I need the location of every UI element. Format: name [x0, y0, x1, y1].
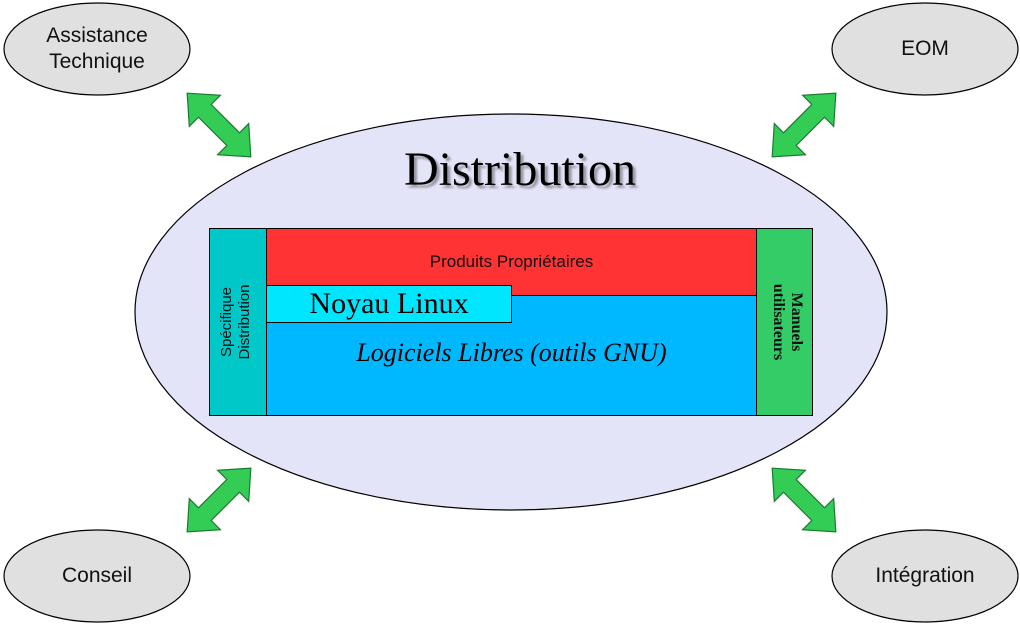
specifique-line2: Distribution: [236, 284, 253, 360]
eom-label: EOM: [901, 37, 949, 60]
specifique-line1: Spécifique: [218, 286, 235, 358]
assistance-technique-line2: Technique: [49, 50, 145, 73]
integration-label: Intégration: [875, 564, 975, 587]
integration-ellipse: [831, 529, 1019, 623]
assistance-technique-ellipse: [3, 2, 191, 96]
assistance-technique-label: Assistance Technique: [20, 23, 174, 75]
conseil-label: Conseil: [61, 564, 133, 587]
logiciels-libres-label: Logiciels Libres (outils GNU): [356, 338, 667, 367]
specifique-distribution-label: Spécifique Distribution: [218, 232, 258, 412]
distribution-title: Distribution: [403, 143, 636, 196]
assistance-technique-line1: Assistance: [46, 24, 148, 47]
arrow-bottom-right: [756, 452, 852, 548]
conseil-ellipse: [3, 529, 191, 623]
noyau-linux-block: [266, 285, 512, 323]
arrow-bottom-left: [171, 452, 267, 548]
noyau-linux-label: Noyau Linux: [309, 287, 469, 320]
eom-ellipse: [831, 2, 1019, 96]
specifique-distribution-block: [209, 228, 267, 416]
produits-proprietaires-label: Produits Propriétaires: [429, 252, 594, 271]
arrow-top-left: [171, 77, 267, 173]
manuels-line2: utilisateurs: [770, 283, 787, 361]
manuels-utilisateurs-label: Manuels utilisateurs: [765, 232, 805, 412]
manuels-line1: Manuels: [788, 292, 805, 352]
manuels-utilisateurs-block: [756, 228, 813, 416]
arrow-top-right: [756, 77, 852, 173]
